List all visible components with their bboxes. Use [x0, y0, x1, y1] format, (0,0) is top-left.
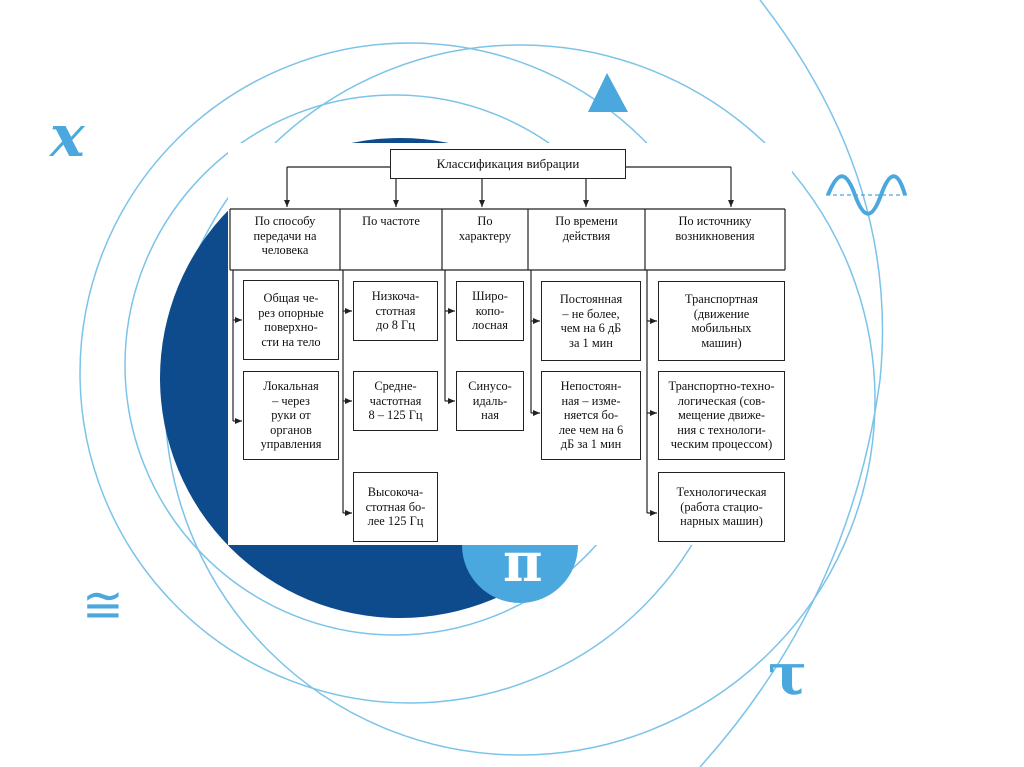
item-mid-frequency: Средне- частотная 8 – 125 Гц [353, 371, 438, 431]
item-constant: Постоянная – не более, чем на 6 дБ за 1 … [541, 281, 641, 361]
x-symbol-icon: x [50, 102, 85, 170]
category-source: По источнику возникновения [675, 214, 755, 243]
tau-symbol-icon: τ [768, 640, 808, 708]
category-duration: По времени действия [555, 214, 618, 243]
item-low-frequency: Низкоча- стотная до 8 Гц [353, 281, 438, 341]
connector-lines [229, 166, 786, 516]
sine-wave-icon [826, 174, 907, 216]
item-local-vibration: Локальная – через руки от органов управл… [243, 371, 339, 460]
item-broadband: Широ- копо- лосная [456, 281, 524, 341]
approx-symbol-icon: ≅ [82, 576, 124, 634]
right-arc [699, 0, 884, 767]
item-non-constant: Непостоян- ная – изме- няется бо- лее че… [541, 371, 641, 460]
item-transport-technological: Транспортно-техно- логическая (сов- меще… [658, 371, 785, 460]
root-node: Классификация вибрации [390, 149, 626, 179]
category-frequency: По частоте [362, 214, 420, 228]
item-sinusoidal: Синусо- идаль- ная [456, 371, 524, 431]
category-transmission: По способу передачи на человека [253, 214, 317, 257]
item-transport: Транспортная (движение мобильных машин) [658, 281, 785, 361]
item-general-vibration: Общая че- рез опорные поверхно- сти на т… [243, 280, 339, 360]
item-high-frequency: Высокоча- стотная бо- лее 125 Гц [353, 472, 438, 542]
item-technological: Технологическая (работа стацио- нарных м… [658, 472, 785, 542]
diagram-panel: Классификация вибрации По способу переда… [228, 143, 792, 545]
category-character: По характеру [458, 214, 512, 243]
triangle-icon [588, 73, 628, 112]
